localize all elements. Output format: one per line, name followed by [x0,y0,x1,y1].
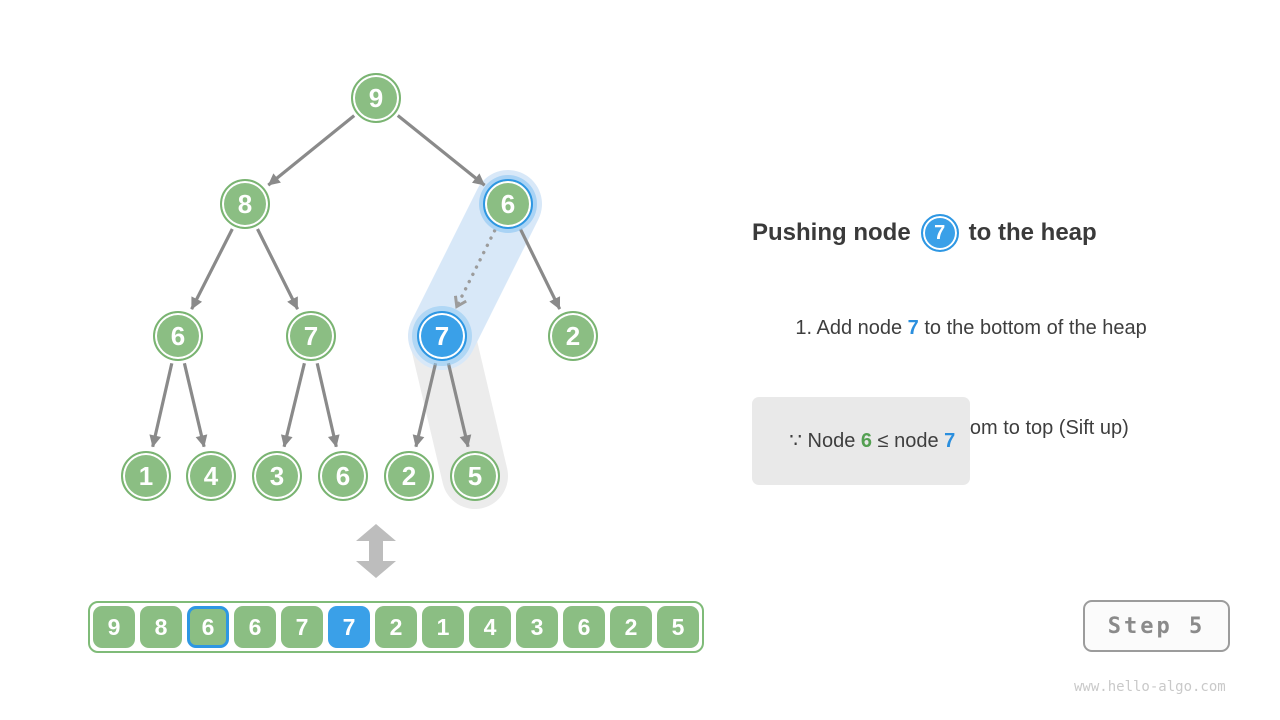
tree-node: 2 [384,451,434,501]
array-cell: 3 [516,606,558,648]
tree-edges [149,114,562,448]
array-cell-highlight-ring: 6 [187,606,229,648]
title-suffix: to the heap [968,219,1097,246]
array-cell: 6 [234,606,276,648]
array-cell-inserted: 7 [328,606,370,648]
tree-edge [280,362,306,448]
title-prefix: Pushing node [752,219,911,246]
step-item-1: 1. Add node 7 to the bottom of the heap [795,317,1147,339]
condition-note: ∵ Node 6 ≤ node 7 [752,397,971,485]
tree-edge [315,362,340,448]
tree-edge [149,362,174,448]
tree-node: 6 [318,451,368,501]
site-watermark: www.hello-algo.com [1074,679,1226,695]
array-cell: 2 [375,606,417,648]
tree-edge [446,362,472,448]
tree-node: 5 [450,451,500,501]
array-cell: 9 [93,606,135,648]
tree-edge [182,362,208,448]
array-cell: 6 [563,606,605,648]
tree-node: 1 [121,451,171,501]
array-cell: 7 [281,606,323,648]
tree-node-highlight-ring: 6 [483,179,533,229]
tree-edge [412,362,438,448]
array-cell: 8 [140,606,182,648]
updown-arrow-icon [356,524,396,578]
array-cell: 5 [657,606,699,648]
tree-node: 2 [548,311,598,361]
array-cell: 2 [610,606,652,648]
tree-node: 4 [186,451,236,501]
tree-node: 7 [286,311,336,361]
tree-node: 8 [220,179,270,229]
title-node-badge: 7 [920,214,959,252]
page-title: Pushing node 7 to the heap [752,212,1097,254]
array-cell: 1 [422,606,464,648]
array-cell: 4 [469,606,511,648]
tree-edge [396,114,486,187]
step-indicator: Step 5 [1083,600,1230,652]
tree-node-inserted: 7 [417,311,467,361]
because-symbol: ∵ [789,430,802,452]
tree-node: 9 [351,73,401,123]
tree-edge [267,114,356,187]
tree-node: 3 [252,451,302,501]
tree-edge [190,228,234,310]
tree-edge [256,228,300,310]
tree-node: 6 [153,311,203,361]
heap-array: 9 8 6 6 7 7 2 1 4 3 6 2 5 [88,601,704,653]
tree-edge [518,228,562,310]
